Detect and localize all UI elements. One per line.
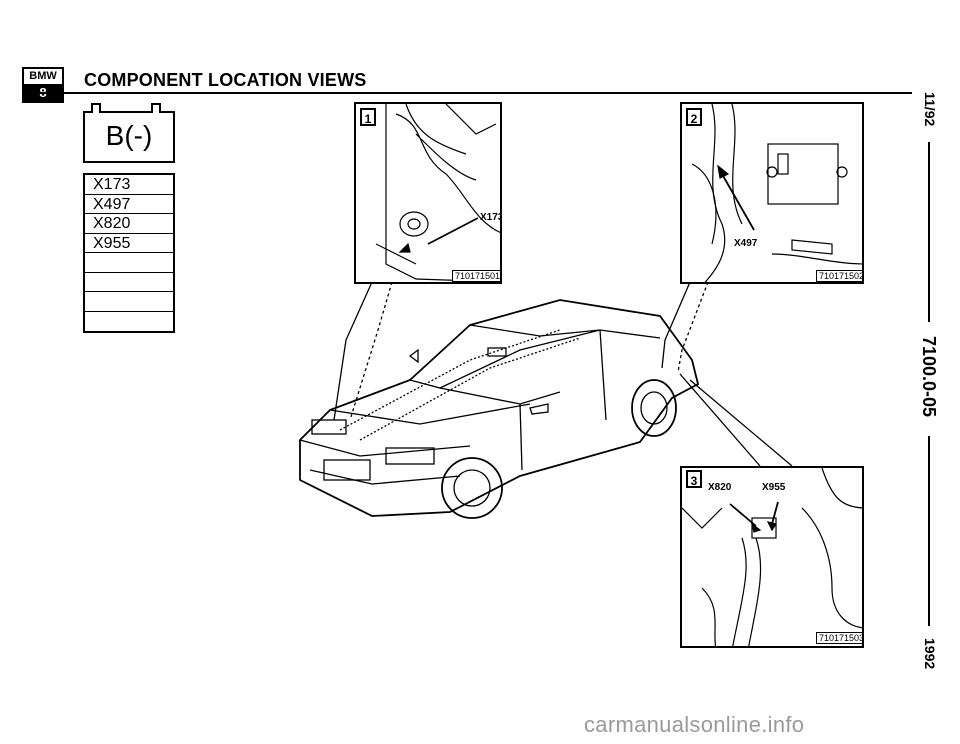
- car-front-wheel-rim: [453, 469, 491, 507]
- car-mirror-left: [408, 348, 419, 364]
- detail-3-drawing: [682, 468, 862, 646]
- leader-line-3a: [679, 373, 761, 467]
- leader-line-2b: [677, 281, 709, 373]
- car-rear-wheel-rim: [640, 391, 668, 425]
- detail-number-badge: 2: [686, 108, 702, 126]
- list-item: [85, 292, 173, 312]
- detail-label-x955: X955: [762, 482, 786, 493]
- margin-line-1: [928, 142, 930, 322]
- connector-symbol: B(-): [83, 103, 175, 163]
- margin-line-2: [928, 436, 930, 626]
- connector-tab-right: [151, 103, 161, 113]
- detail-view-1: 1 X173 710171501: [354, 102, 502, 284]
- car-hood-edge: [329, 403, 531, 425]
- car-headlight-right: [385, 447, 435, 465]
- car-hood-line: [439, 387, 561, 405]
- detail-2-drawing: [691, 104, 862, 282]
- car-stripe-1: [339, 329, 561, 431]
- leader-line-2a: [661, 281, 691, 369]
- car-side-mirror: [529, 403, 549, 415]
- detail-label-x173: X173: [480, 212, 502, 223]
- watermark-text: carmanualsonline.info: [584, 712, 805, 737]
- detail-number-badge: 1: [360, 108, 376, 126]
- list-item: X820: [85, 214, 173, 234]
- detail-view-2: 2 X497 710171502: [680, 102, 864, 284]
- car-stripe-2: [359, 337, 581, 441]
- car-beltline: [409, 329, 661, 389]
- leader-line-1b: [349, 281, 393, 421]
- list-item: [85, 273, 173, 292]
- detail-number-badge: 3: [686, 470, 702, 488]
- car-wiper-box: [487, 347, 507, 357]
- detail-view-3: 3 X820 X955 710171503: [680, 466, 864, 648]
- list-item: [85, 253, 173, 273]
- connector-list: X173 X497 X820 X955: [83, 173, 175, 333]
- detail-reference-number: 710171502: [816, 270, 862, 282]
- leader-line-3b: [689, 379, 793, 467]
- car-rear-wheel: [631, 379, 677, 437]
- car-grille: [323, 459, 371, 481]
- connector-tab-left: [91, 103, 101, 113]
- car-bumper-low: [309, 469, 461, 485]
- car-bumper-top: [299, 439, 471, 457]
- page-title: COMPONENT LOCATION VIEWS: [84, 70, 367, 90]
- list-item: X497: [85, 195, 173, 214]
- detail-reference-number: 710171503: [816, 632, 862, 644]
- car-headlight-left: [311, 419, 347, 435]
- connector-name: B(-): [105, 120, 153, 151]
- header-rule: [22, 92, 912, 94]
- car-door-line: [519, 403, 523, 471]
- detail-label-x497: X497: [734, 238, 758, 249]
- car-door-rear: [599, 329, 607, 421]
- detail-1-drawing: [375, 104, 500, 282]
- detail-label-x820: X820: [708, 482, 732, 493]
- car-front-wheel: [441, 457, 503, 519]
- leader-line-1a: [333, 281, 373, 421]
- car-body-outline: [299, 299, 700, 517]
- detail-reference-number: 710171501: [452, 270, 500, 282]
- list-item: X173: [85, 175, 173, 195]
- list-item: X955: [85, 234, 173, 253]
